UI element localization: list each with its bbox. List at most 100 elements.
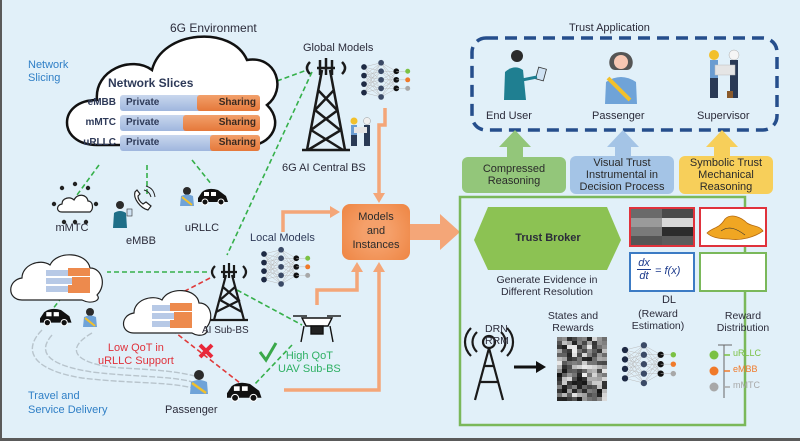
matrix-cell xyxy=(562,361,567,365)
matrix-cell xyxy=(577,353,582,357)
role-label-supervisor: Supervisor xyxy=(697,110,750,122)
matrix-cell xyxy=(557,385,562,389)
matrix-cell xyxy=(602,337,607,341)
trust-application-title: Trust Application xyxy=(569,22,650,34)
matrix-cell xyxy=(602,377,607,381)
matrix-cell xyxy=(577,373,582,377)
matrix-cell xyxy=(597,353,602,357)
dl-network-icon xyxy=(621,342,677,387)
matrix-cell xyxy=(592,385,597,389)
matrix-cell xyxy=(577,349,582,353)
reward-label: uRLLC xyxy=(733,348,762,358)
matrix-cell xyxy=(587,337,592,341)
matrix-cell xyxy=(562,345,567,349)
network-slicing-label: Network Slicing xyxy=(28,59,69,85)
edge-cloud-2-slices xyxy=(152,303,192,328)
matrix-cell xyxy=(597,357,602,361)
matrix-cell xyxy=(587,365,592,369)
nn-node xyxy=(361,89,367,96)
nn-node xyxy=(657,351,664,358)
matrix-cell xyxy=(567,377,572,381)
matrix-cell xyxy=(577,393,582,397)
matrix-cell xyxy=(592,397,597,401)
nn-node xyxy=(261,251,267,257)
matrix-cell xyxy=(557,369,562,373)
matrix-cell xyxy=(592,389,597,393)
nn-node xyxy=(640,361,648,368)
matrix-cell xyxy=(567,397,572,401)
matrix-cell xyxy=(592,345,597,349)
matrix-cell xyxy=(582,377,587,381)
arrow-symbolic xyxy=(706,130,738,160)
nn-node xyxy=(640,379,648,387)
matrix-cell xyxy=(587,345,592,349)
low-qot-label: Low QoT in uRLLC Support xyxy=(98,342,174,367)
matrix-cell xyxy=(562,381,567,385)
nn-node xyxy=(640,351,648,358)
matrix-cell xyxy=(562,341,567,345)
fail-x-icon xyxy=(198,343,214,359)
matrix-cell xyxy=(572,393,577,397)
matrix-cell xyxy=(557,381,562,385)
passenger-label: Passenger xyxy=(165,404,218,416)
drn-label: DRN RRM xyxy=(485,323,509,348)
matrix-cell xyxy=(572,361,577,365)
matrix-cell xyxy=(597,337,602,341)
heatmap-cell xyxy=(662,218,693,227)
matrix-cell xyxy=(577,365,582,369)
matrix-cell xyxy=(597,393,602,397)
high-qot-label: High QoT UAV Sub-BS xyxy=(278,350,341,375)
matrix-cell xyxy=(597,345,602,349)
sub-bs-tower-icon xyxy=(210,263,248,322)
matrix-cell xyxy=(557,377,562,381)
heatmap-cell xyxy=(662,209,693,218)
matrix-cell xyxy=(572,385,577,389)
nn-node xyxy=(278,263,284,270)
matrix-cell xyxy=(582,389,587,393)
link-uav-car xyxy=(253,344,293,386)
link-mmtc xyxy=(76,164,100,196)
surface-thumbnail xyxy=(699,207,767,247)
success-check-icon xyxy=(258,342,278,363)
matrix-cell xyxy=(577,385,582,389)
matrix-cell xyxy=(582,373,587,377)
matrix-cell xyxy=(572,365,577,369)
matrix-cell xyxy=(572,377,577,381)
evidence-label: Generate Evidence in Different Resolutio… xyxy=(496,274,598,299)
matrix-cell xyxy=(557,397,562,401)
nn-node xyxy=(621,375,629,382)
matrix-cell xyxy=(557,365,562,369)
matrix-cell xyxy=(602,349,607,353)
matrix-cell xyxy=(567,381,572,385)
slice-private: Private xyxy=(126,97,160,108)
matrix-cell xyxy=(557,353,562,357)
matrix-cell xyxy=(577,381,582,385)
matrix-cell xyxy=(557,361,562,365)
global-models-network-icon xyxy=(361,59,411,100)
slice-name: uRLLC xyxy=(83,137,116,148)
slice-private: Private xyxy=(126,117,160,128)
arrow-uav-to-models xyxy=(315,270,359,305)
slice-sharing: Sharing xyxy=(197,95,260,111)
trust-broker-panel xyxy=(458,195,747,427)
nn-output-node xyxy=(670,361,677,367)
matrix-cell xyxy=(587,353,592,357)
nn-output-node xyxy=(670,351,677,358)
matrix-cell xyxy=(582,381,587,385)
matrix-cell xyxy=(562,369,567,373)
matrix-cell xyxy=(567,357,572,361)
link-subbs-uav xyxy=(236,289,303,326)
drn-arrow-icon xyxy=(514,361,546,373)
matrix-cell xyxy=(577,389,582,393)
surface-plot-icon xyxy=(706,215,764,240)
slice-row: Private Sharing xyxy=(120,95,260,111)
matrix-cell xyxy=(567,353,572,357)
reward-dot xyxy=(709,382,719,392)
matrix-cell xyxy=(597,397,602,401)
trust-application-box xyxy=(470,36,779,132)
matrix-cell xyxy=(582,397,587,401)
nn-node xyxy=(378,94,384,100)
matrix-cell xyxy=(587,357,592,361)
